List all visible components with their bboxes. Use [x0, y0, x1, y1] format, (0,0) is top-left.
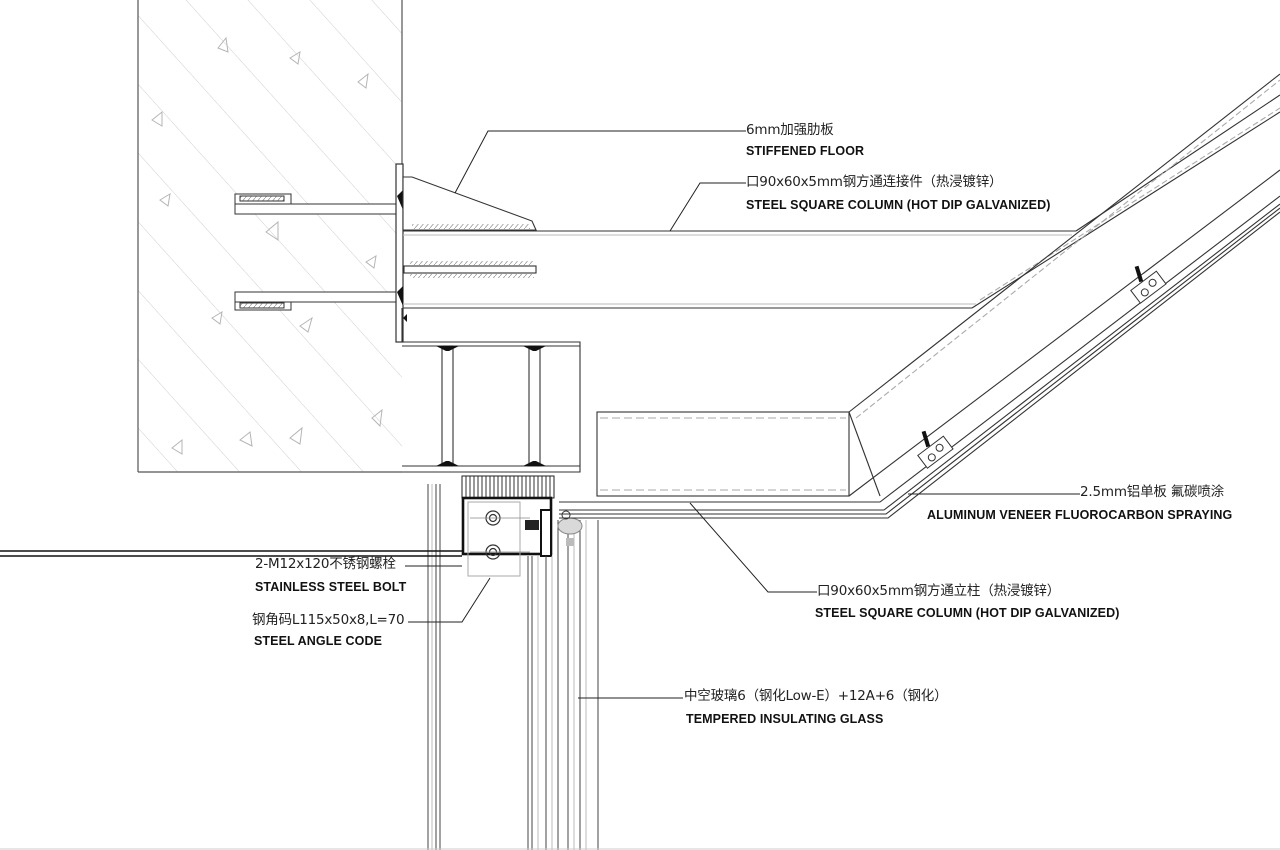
- veneer-clip-upper: [1130, 265, 1167, 304]
- leader-lines: [405, 130, 1080, 699]
- mullion-verticals: [0, 484, 1280, 850]
- stiffener-plate: [402, 176, 537, 231]
- label-steel-angle-en: STEEL ANGLE CODE: [254, 634, 383, 648]
- steel-square-connector: [403, 230, 1076, 309]
- label-aluminum-veneer-en: ALUMINUM VENEER FLUOROCARBON SPRAYING: [927, 508, 1233, 522]
- embed-plate: [395, 163, 407, 343]
- label-stainless-bolt-cn: 2-M12x120不锈钢螺栓: [255, 556, 396, 572]
- label-insulating-glass-en: TEMPERED INSULATING GLASS: [686, 712, 884, 726]
- steel-angle-box: [461, 475, 555, 577]
- label-stiffened-plate-cn: 6mm加强肋板: [746, 122, 834, 138]
- label-steel-column-en: STEEL SQUARE COLUMN (HOT DIP GALVANIZED): [815, 606, 1120, 620]
- label-steel-column-cn: 口90x60x5mm钢方通立柱（热浸镀锌）: [817, 583, 1061, 599]
- bottom-bracket: [401, 308, 581, 473]
- label-stiffened-plate-en: STIFFENED FLOOR: [746, 144, 865, 158]
- steel-square-column: [596, 411, 850, 497]
- inclined-veneer-frame: [559, 73, 1280, 519]
- label-steel-connector-cn: 口90x60x5mm钢方通连接件（热浸镀锌）: [746, 174, 1003, 190]
- veneer-clip-lower: [917, 430, 954, 469]
- label-aluminum-veneer-cn: 2.5mm铝单板 氟碳喷涂: [1080, 484, 1224, 500]
- label-insulating-glass-cn: 中空玻璃6（钢化Low-E）+12A+6（钢化）: [684, 688, 948, 704]
- glazing-head: [557, 510, 583, 546]
- floor-line: [0, 550, 462, 557]
- label-steel-angle-cn: 钢角码L115x50x8,L=70: [252, 612, 405, 628]
- label-steel-connector-en: STEEL SQUARE COLUMN (HOT DIP GALVANIZED): [746, 198, 1051, 212]
- concrete-slab: [137, 0, 403, 473]
- label-stainless-bolt-en: STAINLESS STEEL BOLT: [255, 580, 407, 594]
